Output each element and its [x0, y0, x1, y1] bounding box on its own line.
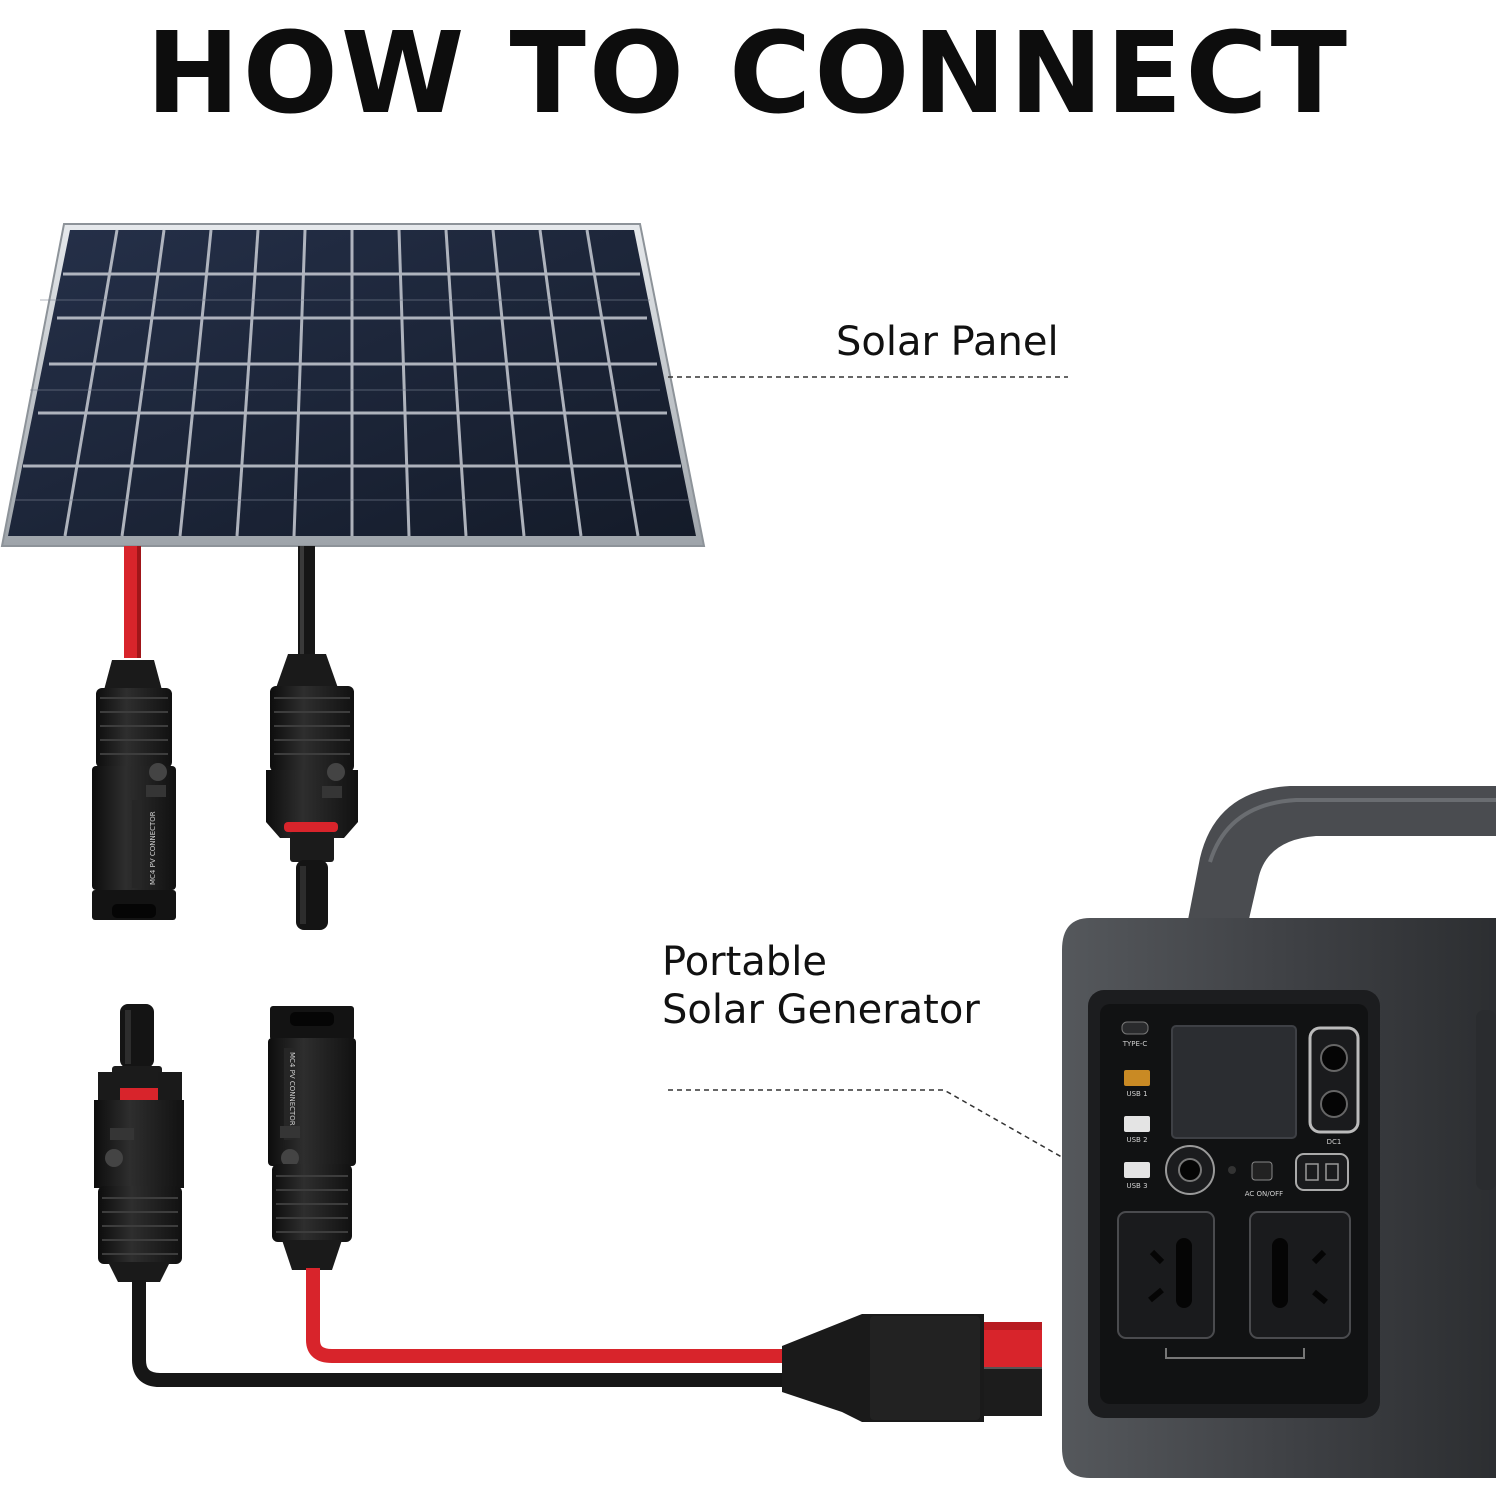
- ac-socket-right: [1249, 1211, 1351, 1339]
- usb2-label: USB 2: [1126, 1136, 1147, 1144]
- usb3-label: USB 3: [1126, 1182, 1147, 1190]
- panel-busbars: [15, 299, 690, 501]
- dc-label: DC1: [1327, 1138, 1342, 1146]
- generator-handle: [1186, 786, 1496, 932]
- generator-leader: [668, 1089, 1089, 1173]
- anderson-black-contact: [984, 1368, 1042, 1416]
- panel-wires: [124, 546, 315, 658]
- page-title: HOW TO CONNECT: [145, 9, 1351, 139]
- generator-label-line2: Solar Generator: [662, 987, 980, 1033]
- ac-label: AC ON/OFF: [1245, 1190, 1283, 1198]
- female-mc4-connector-bottom: MC4 PV CONNECTOR: [268, 1006, 356, 1270]
- female-mc4-connector-top: MC4 PV CONNECTOR: [92, 660, 176, 920]
- solar-panel-label: Solar Panel: [836, 319, 1059, 365]
- ac-switch: [1251, 1161, 1273, 1181]
- red-output-wire: [306, 1268, 790, 1363]
- male-mc4-connector-bottom: [94, 1004, 184, 1282]
- panel-grid: [23, 229, 681, 537]
- usb1-label: USB 1: [1126, 1090, 1147, 1098]
- usb1-port: [1124, 1070, 1150, 1086]
- usb3-port: [1124, 1162, 1150, 1178]
- portable-solar-generator: TYPE-C USB 1 USB 2 USB 3 DC1 AC ON/OFF: [1062, 786, 1496, 1478]
- red-panel-wire: [124, 546, 141, 658]
- solar-panel: [0, 223, 706, 547]
- generator-label-line1: Portable: [662, 939, 827, 985]
- type-c-port: [1121, 1021, 1149, 1035]
- generator-label: Portable Solar Generator: [662, 938, 980, 1034]
- ac-socket-left: [1117, 1211, 1215, 1339]
- dc-port-1: [1320, 1044, 1348, 1072]
- type-c-label: TYPE-C: [1122, 1040, 1148, 1048]
- dc-port-2: [1320, 1090, 1348, 1118]
- male-mc4-connector-top: [266, 654, 358, 930]
- indicator-led: [1228, 1166, 1236, 1174]
- black-output-wire: [132, 1280, 790, 1387]
- usb2-port: [1124, 1116, 1150, 1132]
- svg-text:MC4 PV CONNECTOR: MC4 PV CONNECTOR: [288, 1052, 296, 1126]
- svg-text:MC4 PV CONNECTOR: MC4 PV CONNECTOR: [149, 811, 157, 885]
- output-cable: [132, 1268, 1042, 1422]
- lcd-screen: [1171, 1025, 1297, 1139]
- power-button: [1295, 1153, 1349, 1191]
